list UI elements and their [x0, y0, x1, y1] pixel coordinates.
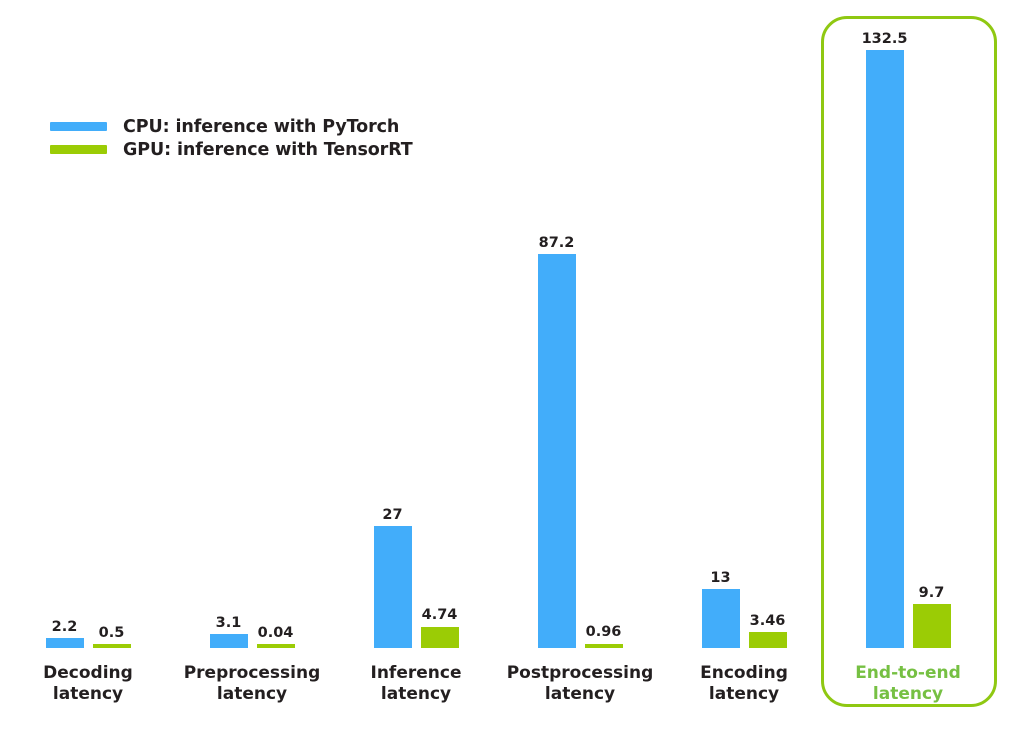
bar-rect-cpu — [45, 638, 84, 648]
bar-rect-cpu — [209, 634, 248, 648]
bar-rect-cpu — [373, 526, 412, 648]
legend-swatch-cpu — [50, 122, 107, 131]
category-label-line-1: Preprocessing — [183, 662, 321, 683]
bar-group-bars: 87.2 0.96 — [498, 28, 662, 648]
bar-rect-gpu — [584, 643, 623, 648]
category-label-decoding-latency: Decoding latency — [6, 663, 170, 707]
bar-group-end-to-end-latency: 132.5 9.7 End-to-end latency — [826, 0, 990, 731]
bar-rect-gpu — [912, 604, 951, 648]
bar-cpu-inference-latency: 27 — [373, 506, 412, 648]
bar-value-cpu: 3.1 — [215, 614, 242, 631]
category-label-line-2: latency — [380, 684, 452, 705]
category-label-line-2: latency — [544, 684, 616, 705]
category-label-line-1: End-to-end — [855, 662, 961, 683]
end-to-end-highlight-box — [821, 16, 997, 707]
bar-gpu-encoding-latency: 3.46 — [748, 612, 787, 648]
category-label-line-1: Inference — [370, 662, 462, 683]
bar-group-bars: 2.2 0.5 — [6, 28, 170, 648]
bar-group-inference-latency: 27 4.74 Inference latency — [334, 0, 498, 731]
bar-rect-gpu — [748, 632, 787, 648]
bar-value-cpu: 87.2 — [538, 234, 575, 251]
category-label-line-1: Decoding — [43, 662, 133, 683]
category-label-inference-latency: Inference latency — [334, 663, 498, 707]
category-label-line-2: latency — [52, 684, 124, 705]
bar-value-gpu: 0.96 — [585, 624, 622, 641]
bar-value-cpu: 132.5 — [861, 30, 908, 47]
bar-value-gpu: 0.5 — [98, 624, 125, 641]
bar-rect-cpu — [865, 50, 904, 648]
bar-rect-cpu — [701, 589, 740, 648]
category-label-line-1: Encoding — [700, 662, 788, 683]
bar-value-gpu: 9.7 — [918, 584, 945, 601]
bar-rect-gpu — [256, 644, 295, 648]
bar-cpu-decoding-latency: 2.2 — [45, 618, 84, 648]
legend-label-cpu: CPU: inference with PyTorch — [123, 116, 400, 137]
category-label-line-2: latency — [216, 684, 288, 705]
bar-value-cpu: 27 — [382, 506, 403, 523]
category-label-end-to-end-latency: End-to-end latency — [826, 663, 990, 707]
bar-value-cpu: 13 — [710, 569, 731, 586]
bar-group-encoding-latency: 13 3.46 Encoding latency — [662, 0, 826, 731]
bar-group-bars: 132.5 9.7 — [826, 28, 990, 648]
bar-group-bars: 27 4.74 — [334, 28, 498, 648]
bar-gpu-postprocessing-latency: 0.96 — [584, 624, 623, 648]
legend-item-gpu: GPU: inference with TensorRT — [50, 139, 413, 160]
bar-value-cpu: 2.2 — [51, 618, 78, 635]
bar-value-gpu: 4.74 — [421, 607, 458, 624]
bar-rect-gpu — [92, 644, 131, 648]
category-label-line-2: latency — [708, 684, 780, 705]
bar-gpu-end-to-end-latency: 9.7 — [912, 584, 951, 648]
bar-cpu-end-to-end-latency: 132.5 — [862, 31, 907, 648]
bar-cpu-encoding-latency: 13 — [701, 569, 740, 648]
legend-item-cpu: CPU: inference with PyTorch — [50, 116, 413, 137]
category-label-postprocessing-latency: Postprocessing latency — [498, 663, 662, 707]
bar-gpu-decoding-latency: 0.5 — [92, 624, 131, 648]
bar-group-postprocessing-latency: 87.2 0.96 Postprocessing latency — [498, 0, 662, 731]
category-label-line-1: Postprocessing — [506, 662, 654, 683]
bar-cpu-preprocessing-latency: 3.1 — [209, 614, 248, 648]
bar-group-bars: 3.1 0.04 — [170, 28, 334, 648]
bar-value-gpu: 0.04 — [257, 624, 294, 641]
legend-swatch-gpu — [50, 145, 107, 154]
bar-rect-cpu — [537, 254, 576, 648]
bar-gpu-preprocessing-latency: 0.04 — [256, 624, 295, 648]
bar-gpu-inference-latency: 4.74 — [420, 607, 459, 648]
category-label-encoding-latency: Encoding latency — [662, 663, 826, 707]
chart-legend: CPU: inference with PyTorch GPU: inferen… — [50, 116, 413, 160]
bar-value-gpu: 3.46 — [749, 612, 786, 629]
bar-cpu-postprocessing-latency: 87.2 — [537, 234, 576, 648]
legend-label-gpu: GPU: inference with TensorRT — [123, 139, 413, 160]
category-label-line-2: latency — [872, 684, 944, 705]
bar-group-decoding-latency: 2.2 0.5 Decoding latency — [6, 0, 170, 731]
bar-rect-gpu — [420, 626, 459, 648]
category-label-preprocessing-latency: Preprocessing latency — [170, 663, 334, 707]
bar-group-bars: 13 3.46 — [662, 28, 826, 648]
bar-group-preprocessing-latency: 3.1 0.04 Preprocessing latency — [170, 0, 334, 731]
